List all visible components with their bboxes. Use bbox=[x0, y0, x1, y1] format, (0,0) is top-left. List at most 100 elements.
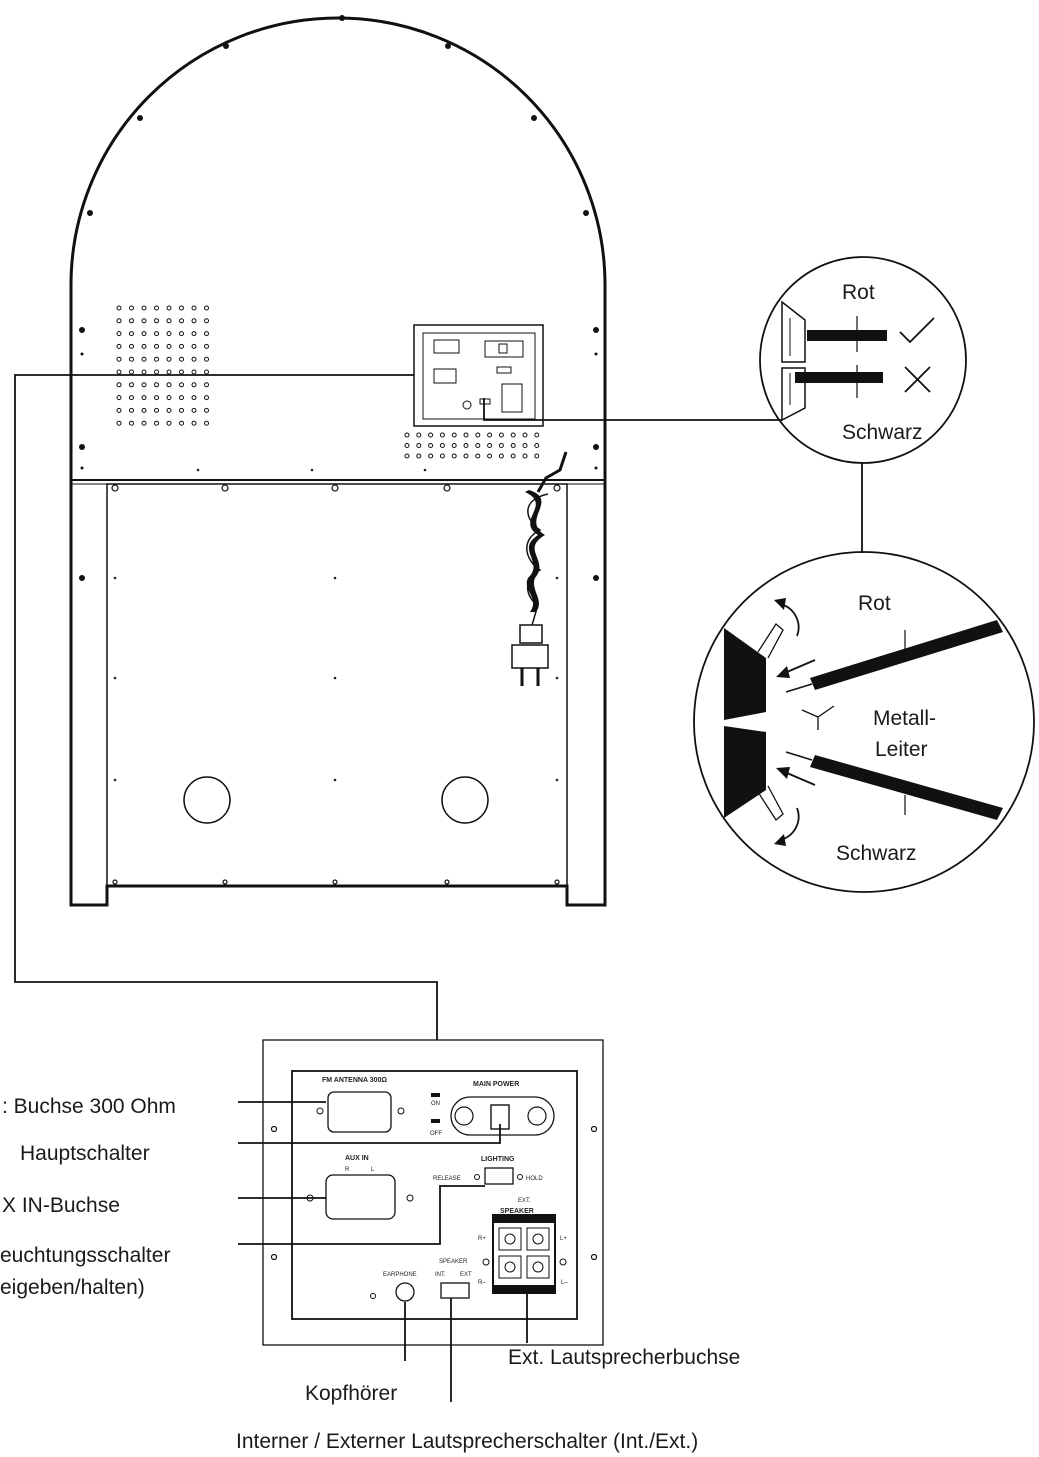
vent-hole bbox=[404, 453, 410, 459]
leader-lines bbox=[14, 374, 863, 1040]
vent-hole bbox=[191, 420, 197, 426]
vent-hole bbox=[191, 331, 197, 337]
callout-ext-speaker-jack: Ext. Lautsprecherbuchse bbox=[508, 1346, 740, 1369]
callout-main-switch: Hauptschalter bbox=[20, 1142, 150, 1165]
vent-hole bbox=[498, 453, 504, 459]
vent-hole bbox=[534, 453, 540, 459]
cabinet-rear-view bbox=[69, 15, 607, 907]
label-conductor-line1: Metall- bbox=[873, 707, 936, 730]
vent-hole bbox=[416, 443, 422, 448]
vent-hole bbox=[154, 331, 159, 337]
l-plus-label: L+ bbox=[560, 1236, 567, 1242]
vent-hole bbox=[487, 432, 493, 438]
vent-hole bbox=[416, 432, 422, 438]
vent-hole bbox=[475, 443, 481, 448]
connection-panel-small bbox=[413, 324, 544, 427]
main-power-label: MAIN POWER bbox=[473, 1081, 519, 1088]
vent-hole bbox=[451, 432, 457, 438]
vent-hole bbox=[166, 318, 172, 324]
vent-hole bbox=[191, 343, 197, 349]
aux-l-label: L bbox=[371, 1167, 375, 1173]
ext-speaker-terminal bbox=[492, 1214, 556, 1294]
vent-hole bbox=[522, 443, 528, 448]
terminal-detail-lower: Rot Metall- Leiter Schwarz bbox=[693, 551, 1035, 893]
vent-hole bbox=[179, 369, 184, 375]
vent-hole bbox=[141, 318, 147, 324]
callout-labels: : Buchse 300 Ohm Hauptschalter X IN-Buch… bbox=[0, 1095, 740, 1453]
vent-hole bbox=[129, 382, 134, 388]
r-plus-label: R+ bbox=[478, 1236, 486, 1242]
vent-hole bbox=[154, 343, 159, 349]
vent-hole bbox=[204, 382, 209, 388]
vent-hole bbox=[404, 443, 410, 448]
vent-hole bbox=[510, 453, 516, 459]
vent-hole bbox=[191, 382, 197, 388]
vent-hole bbox=[191, 407, 197, 413]
vent-hole bbox=[179, 331, 184, 337]
vent-hole bbox=[204, 369, 209, 375]
vent-hole bbox=[141, 395, 147, 401]
vent-hole bbox=[166, 356, 172, 362]
ext-speaker-label-2: SPEAKER bbox=[500, 1208, 534, 1215]
cross-icon bbox=[904, 366, 931, 393]
vent-hole bbox=[141, 305, 147, 311]
on-label: ON bbox=[431, 1101, 440, 1107]
vent-holes-left bbox=[116, 305, 209, 426]
vent-hole bbox=[166, 343, 172, 349]
vent-hole bbox=[116, 318, 122, 324]
vent-hole bbox=[463, 432, 469, 438]
vent-hole bbox=[141, 407, 147, 413]
vent-hole bbox=[179, 382, 184, 388]
vent-hole bbox=[154, 382, 159, 388]
vent-hole bbox=[129, 420, 134, 426]
black-wire-insulated bbox=[810, 755, 1003, 820]
vent-hole bbox=[154, 395, 159, 401]
vent-hole bbox=[129, 356, 134, 362]
vent-hole bbox=[463, 443, 469, 448]
lighting-label: LIGHTING bbox=[481, 1156, 515, 1163]
vent-hole bbox=[154, 318, 159, 324]
callout-aux-in: X IN-Buchse bbox=[2, 1194, 120, 1217]
vent-hole bbox=[154, 305, 159, 311]
port-hole-left bbox=[183, 776, 231, 824]
terminal-block bbox=[724, 628, 766, 720]
vent-hole bbox=[428, 443, 434, 448]
lower-back-panel bbox=[106, 483, 568, 887]
vent-hole bbox=[116, 395, 122, 401]
vent-hole bbox=[116, 305, 122, 311]
vent-hole bbox=[404, 432, 410, 438]
vent-hole bbox=[191, 356, 197, 362]
vent-hole bbox=[204, 395, 209, 401]
vent-hole bbox=[204, 420, 209, 426]
vent-hole bbox=[498, 432, 504, 438]
vent-hole bbox=[129, 331, 134, 337]
lighting-switch bbox=[484, 1167, 514, 1185]
vent-hole bbox=[141, 331, 147, 337]
vent-hole bbox=[141, 382, 147, 388]
callout-lighting-2: eigeben/halten) bbox=[0, 1276, 145, 1299]
vent-hole bbox=[204, 407, 209, 413]
vent-hole bbox=[439, 443, 445, 448]
vent-hole bbox=[439, 453, 445, 459]
vent-hole bbox=[522, 453, 528, 459]
aux-r-label: R bbox=[345, 1167, 350, 1173]
vent-hole bbox=[179, 343, 184, 349]
black-wire bbox=[795, 372, 883, 383]
connection-panel-detail: FM ANTENNA 300Ω MAIN POWER ON OFF AUX IN… bbox=[262, 1039, 604, 1346]
terminal-detail-upper: Rot Schwarz bbox=[759, 256, 967, 464]
vent-hole bbox=[191, 369, 197, 375]
callout-antenna: : Buchse 300 Ohm bbox=[2, 1095, 176, 1118]
panel-screws bbox=[111, 484, 561, 885]
main-power-switch-body bbox=[450, 1096, 555, 1136]
aux-in-socket bbox=[325, 1174, 396, 1220]
fm-antenna-socket bbox=[327, 1091, 392, 1133]
speaker-int-ext-switch bbox=[440, 1282, 470, 1299]
off-label: OFF bbox=[430, 1131, 442, 1137]
label-black-lower: Schwarz bbox=[836, 842, 917, 865]
vent-hole bbox=[129, 395, 134, 401]
vent-hole bbox=[116, 356, 122, 362]
vent-hole bbox=[451, 453, 457, 459]
l-minus-label: L– bbox=[561, 1280, 568, 1286]
vent-holes-right bbox=[404, 432, 540, 459]
